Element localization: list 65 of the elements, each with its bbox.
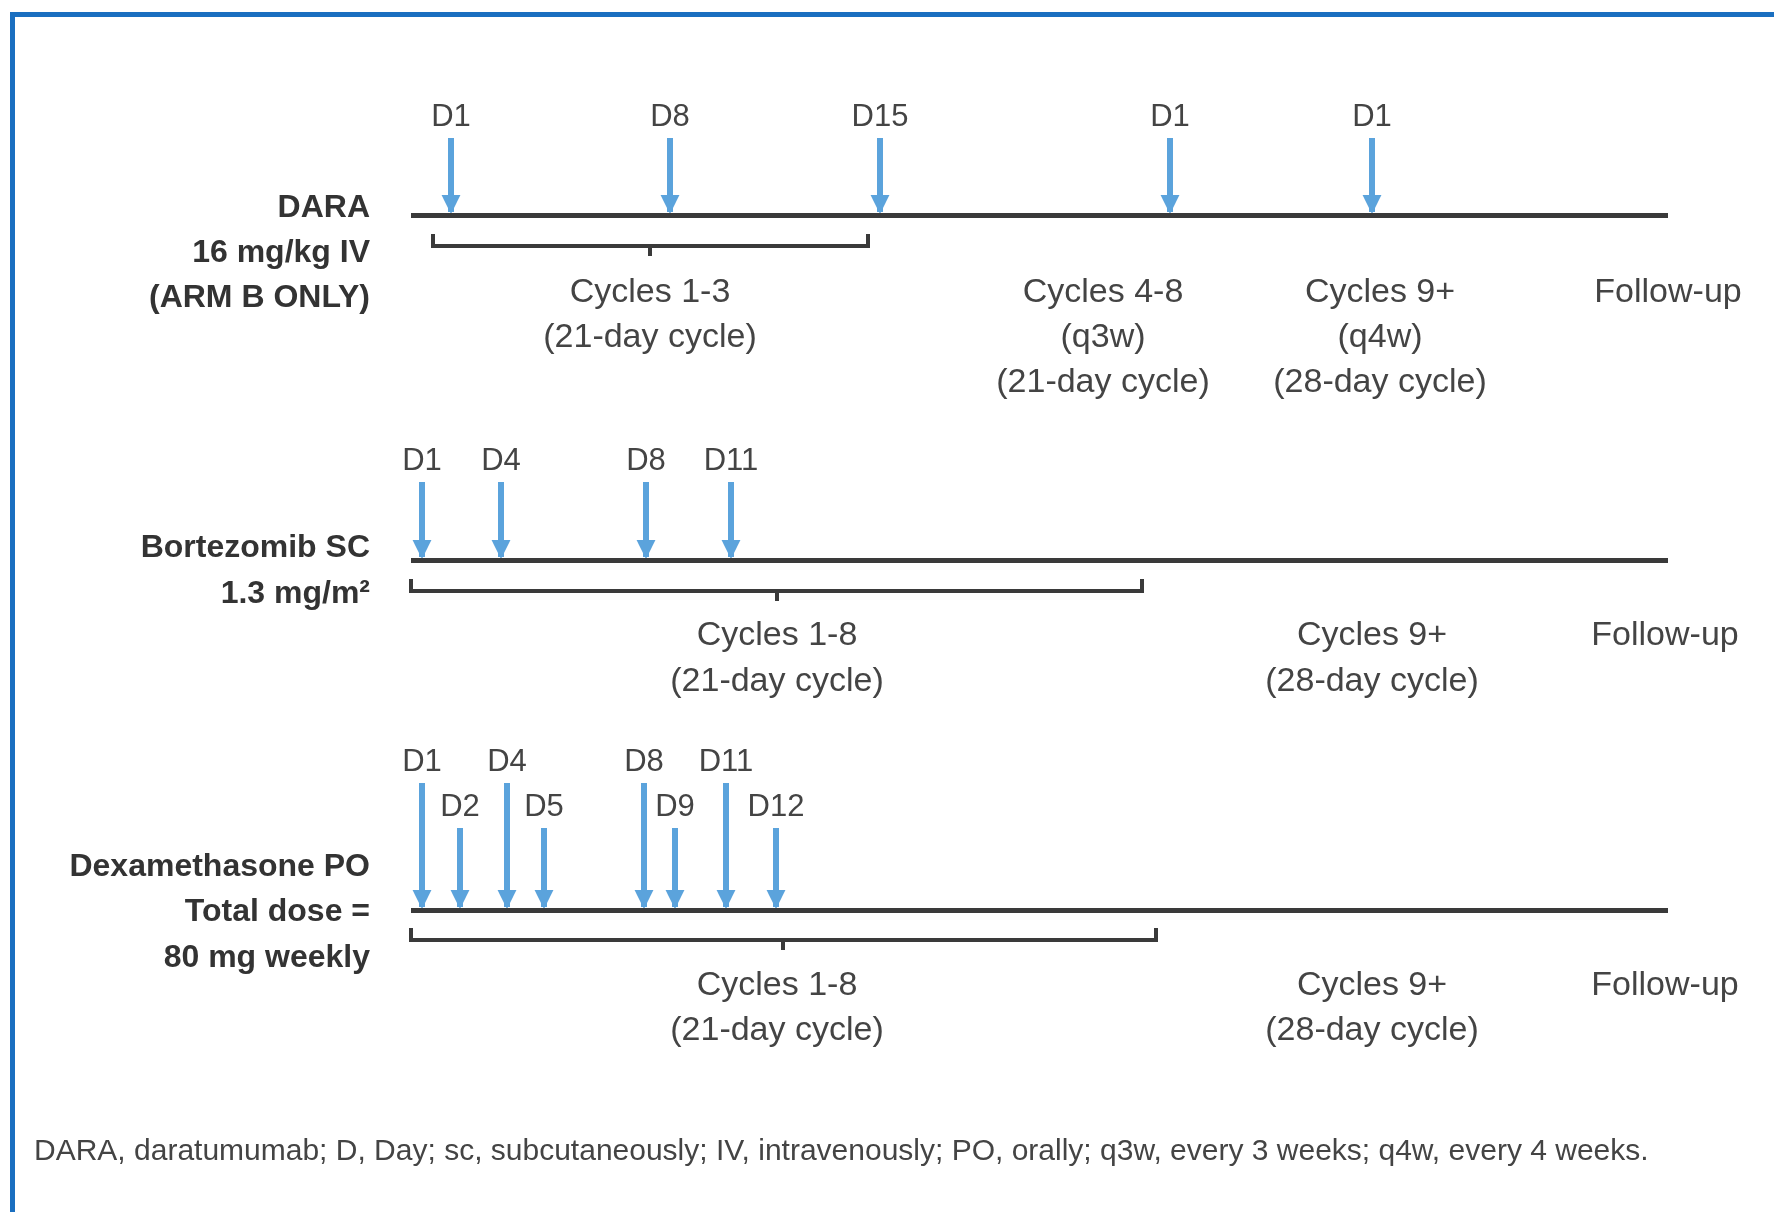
cycle-label: (21-day cycle) xyxy=(543,315,757,355)
day-label: D11 xyxy=(703,442,759,478)
cycle-label: (28-day cycle) xyxy=(1265,659,1479,699)
cycle-label: (21-day cycle) xyxy=(670,1008,884,1048)
dose-arrow xyxy=(665,828,685,909)
day-label: D2 xyxy=(440,788,480,824)
dose-arrow xyxy=(441,138,461,214)
row-label: 80 mg weekly xyxy=(163,937,370,975)
day-label: D12 xyxy=(747,788,805,824)
cycle-label: (q4w) xyxy=(1337,315,1423,355)
dose-arrow xyxy=(721,482,741,559)
row-label: 16 mg/kg IV xyxy=(192,232,370,270)
footnote: DARA, daratumumab; D, Day; sc, subcutaneously; IV, intravenously; PO, orally; q3w, every 3 weeks; q4w, every 4 weeks. xyxy=(34,1132,1650,1168)
dose-arrow xyxy=(636,482,656,559)
day-label: D8 xyxy=(626,442,666,478)
day-label: D1 xyxy=(402,442,442,478)
cycle-label: Cycles 1-8 xyxy=(696,613,858,653)
day-label: D8 xyxy=(624,743,664,779)
timeline-bar xyxy=(411,908,1668,913)
day-label: D1 xyxy=(431,98,471,134)
row-label: Total dose = xyxy=(184,891,370,929)
dose-arrow xyxy=(534,828,554,909)
cycle-label: (28-day cycle) xyxy=(1273,360,1487,400)
dose-arrow xyxy=(497,783,517,909)
row-label: Dexamethasone PO xyxy=(69,846,370,884)
row-label: DARA xyxy=(277,187,370,225)
day-label: D1 xyxy=(1352,98,1392,134)
dose-arrow xyxy=(660,138,680,214)
dose-arrow xyxy=(716,783,736,909)
dose-arrow xyxy=(766,828,786,909)
dose-arrow xyxy=(1362,138,1382,214)
day-label: D4 xyxy=(481,442,521,478)
cycle-label: Follow-up xyxy=(1594,270,1742,310)
day-label: D5 xyxy=(524,788,564,824)
dose-arrow xyxy=(491,482,511,559)
dose-arrow xyxy=(1160,138,1180,214)
day-label: D15 xyxy=(851,98,909,134)
dose-arrow xyxy=(450,828,470,909)
cycle-label: Follow-up xyxy=(1591,963,1739,1003)
dose-arrow xyxy=(634,783,654,909)
cycle-label: Cycles 9+ xyxy=(1296,613,1448,653)
cycle-label: Cycles 9+ xyxy=(1296,963,1448,1003)
cycle-label: Cycles 1-3 xyxy=(569,270,731,310)
row-label: (ARM B ONLY) xyxy=(148,277,370,315)
day-label: D8 xyxy=(650,98,690,134)
cycle-label: (21-day cycle) xyxy=(670,659,884,699)
cycle-label: Cycles 1-8 xyxy=(696,963,858,1003)
cycle-label: Cycles 9+ xyxy=(1304,270,1456,310)
timeline-bar xyxy=(411,213,1668,218)
cycle-label: (28-day cycle) xyxy=(1265,1008,1479,1048)
row-label: 1.3 mg/m² xyxy=(220,573,370,611)
cycle-label: Follow-up xyxy=(1591,613,1739,653)
cycle-label: (q3w) xyxy=(1060,315,1146,355)
day-label: D1 xyxy=(1150,98,1190,134)
day-label: D4 xyxy=(487,743,527,779)
row-label: Bortezomib SC xyxy=(140,527,370,565)
timeline-bar xyxy=(411,558,1668,563)
dose-arrow xyxy=(870,138,890,214)
dose-arrow xyxy=(412,482,432,559)
day-label: D1 xyxy=(402,743,442,779)
cycle-label: (21-day cycle) xyxy=(996,360,1210,400)
cycle-label: Cycles 4-8 xyxy=(1022,270,1184,310)
day-label: D11 xyxy=(698,743,754,779)
dose-arrow xyxy=(412,783,432,909)
day-label: D9 xyxy=(655,788,695,824)
